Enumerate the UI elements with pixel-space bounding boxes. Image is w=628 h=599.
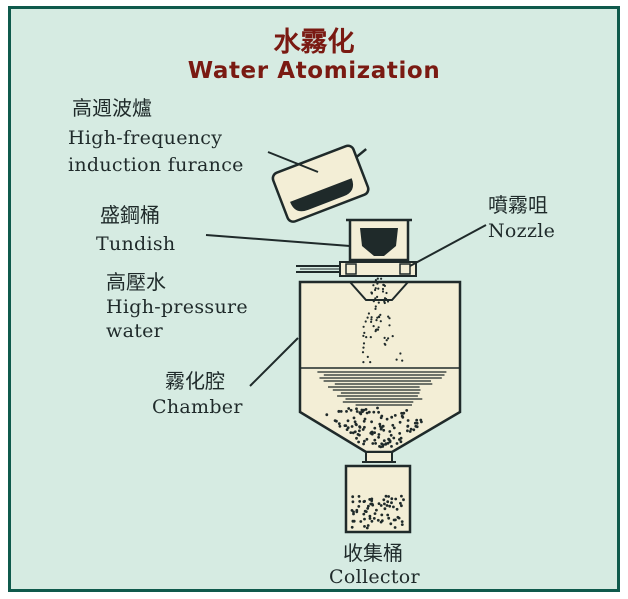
nozzle-ring — [339, 261, 417, 277]
collector-neck — [362, 451, 396, 463]
tundish-leader-line — [205, 234, 351, 247]
furnace-leader-line — [267, 151, 319, 173]
furnace-label-en-2: induction furance — [68, 154, 244, 176]
chamber-label-zh: 霧化腔 — [165, 369, 225, 393]
water-label-en-1: High-pressure — [106, 296, 248, 318]
tundish-label-en: Tundish — [96, 233, 176, 255]
title-chinese: 水霧化 — [273, 27, 355, 58]
nozzle-leader-line — [409, 224, 487, 267]
nozzle-label-en: Nozzle — [488, 220, 556, 242]
title-english: Water Atomization — [187, 58, 441, 84]
water-inlet-pipes — [296, 265, 340, 273]
collector-label-zh: 收集桶 — [343, 541, 403, 565]
furnace-label-en-1: High-frequency — [68, 127, 223, 149]
collector-label-en: Collector — [329, 566, 420, 588]
tundish-vessel — [346, 218, 412, 262]
metal-powder-particles — [317, 277, 447, 530]
chamber-leader-line — [249, 337, 299, 387]
water-label-zh: 高壓水 — [106, 270, 166, 294]
tundish-label-zh: 盛鋼桶 — [100, 203, 160, 227]
nozzle-label-zh: 噴霧咀 — [488, 193, 548, 217]
furnace-crucible — [271, 144, 370, 223]
chamber-label-en: Chamber — [152, 396, 243, 418]
furnace-label-zh: 高週波爐 — [72, 96, 152, 120]
collector-vessel — [344, 464, 412, 534]
water-label-en-2: water — [106, 320, 164, 342]
